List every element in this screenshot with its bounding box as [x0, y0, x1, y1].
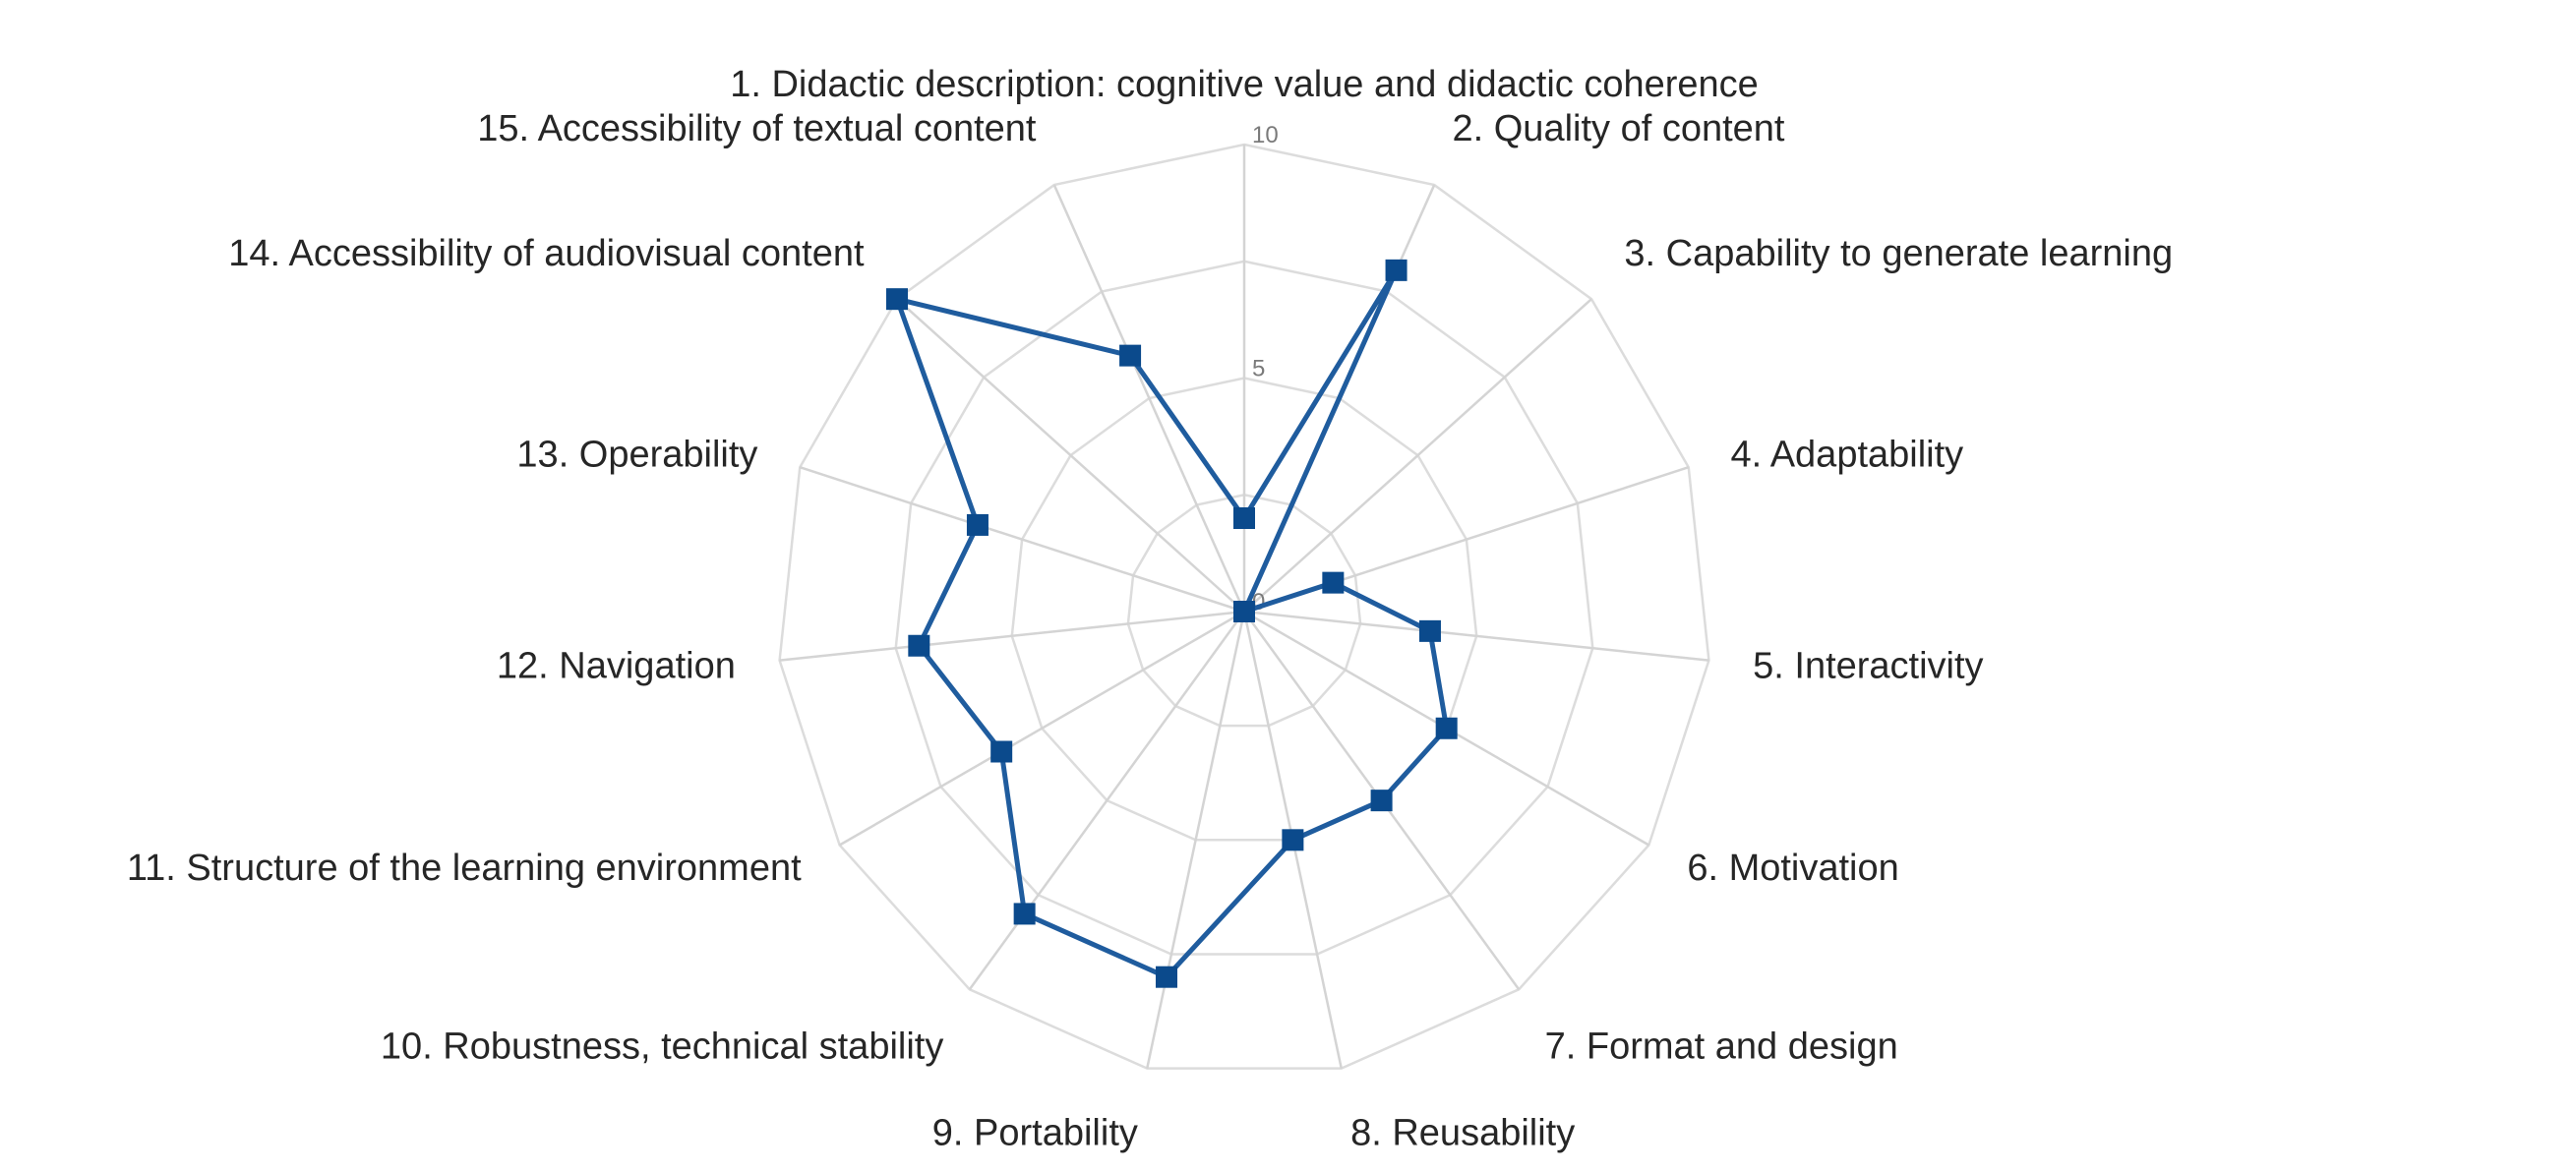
- data-point-11: [990, 740, 1013, 763]
- category-label-10: 10. Robustness, technical stability: [381, 1026, 943, 1068]
- grid-layer: [778, 143, 1710, 1070]
- data-point-14: [886, 288, 909, 311]
- axis-spoke-13: [799, 466, 1245, 614]
- grid-ring-1: [1126, 493, 1362, 728]
- data-point-6: [1435, 717, 1458, 739]
- category-label-4: 4. Adaptability: [1731, 434, 1964, 475]
- radial-tick-label: 10: [1252, 122, 1279, 148]
- category-label-7: 7. Format and design: [1545, 1026, 1898, 1068]
- axis-spoke-14: [896, 298, 1245, 613]
- data-point-15: [1119, 344, 1142, 367]
- radial-tick-label: 5: [1252, 356, 1265, 382]
- category-label-3: 3. Capability to generate learning: [1624, 233, 2173, 274]
- grid-ring-2: [1010, 377, 1478, 842]
- category-label-13: 13. Operability: [516, 434, 757, 475]
- category-label-11: 11. Structure of the learning environmen…: [127, 848, 802, 889]
- data-point-7: [1370, 790, 1393, 812]
- grid-ring-4: [778, 143, 1710, 1070]
- data-point-2: [1385, 259, 1408, 281]
- category-label-15: 15. Accessibility of textual content: [477, 108, 1037, 149]
- data-point-4: [1322, 571, 1345, 594]
- category-label-1: 1. Didactic description: cognitive value…: [730, 64, 1759, 105]
- axis-spoke-15: [1052, 184, 1246, 613]
- category-label-12: 12. Navigation: [497, 645, 736, 686]
- data-point-3: [1233, 601, 1255, 622]
- data-point-1: [1233, 507, 1255, 529]
- data-point-8: [1282, 829, 1304, 851]
- axis-spoke-3: [1243, 298, 1592, 613]
- data-point-5: [1418, 619, 1441, 642]
- category-label-9: 9. Portability: [932, 1113, 1138, 1154]
- series-layer: [894, 267, 1450, 980]
- category-label-14: 14. Accessibility of audiovisual content: [228, 233, 865, 274]
- axis-spoke-9: [1146, 611, 1246, 1069]
- data-point-13: [966, 513, 988, 536]
- marker-layer: [886, 259, 1458, 988]
- category-label-8: 8. Reusability: [1350, 1113, 1575, 1154]
- category-labels: 1. Didactic description: cognitive value…: [127, 64, 2173, 1154]
- data-point-9: [1155, 966, 1177, 988]
- axis-spoke-10: [968, 611, 1246, 991]
- series-line: [894, 267, 1450, 980]
- axis-spoke-12: [779, 610, 1245, 662]
- data-point-12: [908, 634, 930, 657]
- axis-spoke-5: [1243, 610, 1709, 662]
- category-label-6: 6. Motivation: [1687, 848, 1898, 889]
- category-label-2: 2. Quality of content: [1453, 108, 1785, 149]
- data-point-10: [1013, 903, 1036, 925]
- category-label-5: 5. Interactivity: [1753, 645, 1983, 686]
- axis-spoke-11: [839, 610, 1245, 847]
